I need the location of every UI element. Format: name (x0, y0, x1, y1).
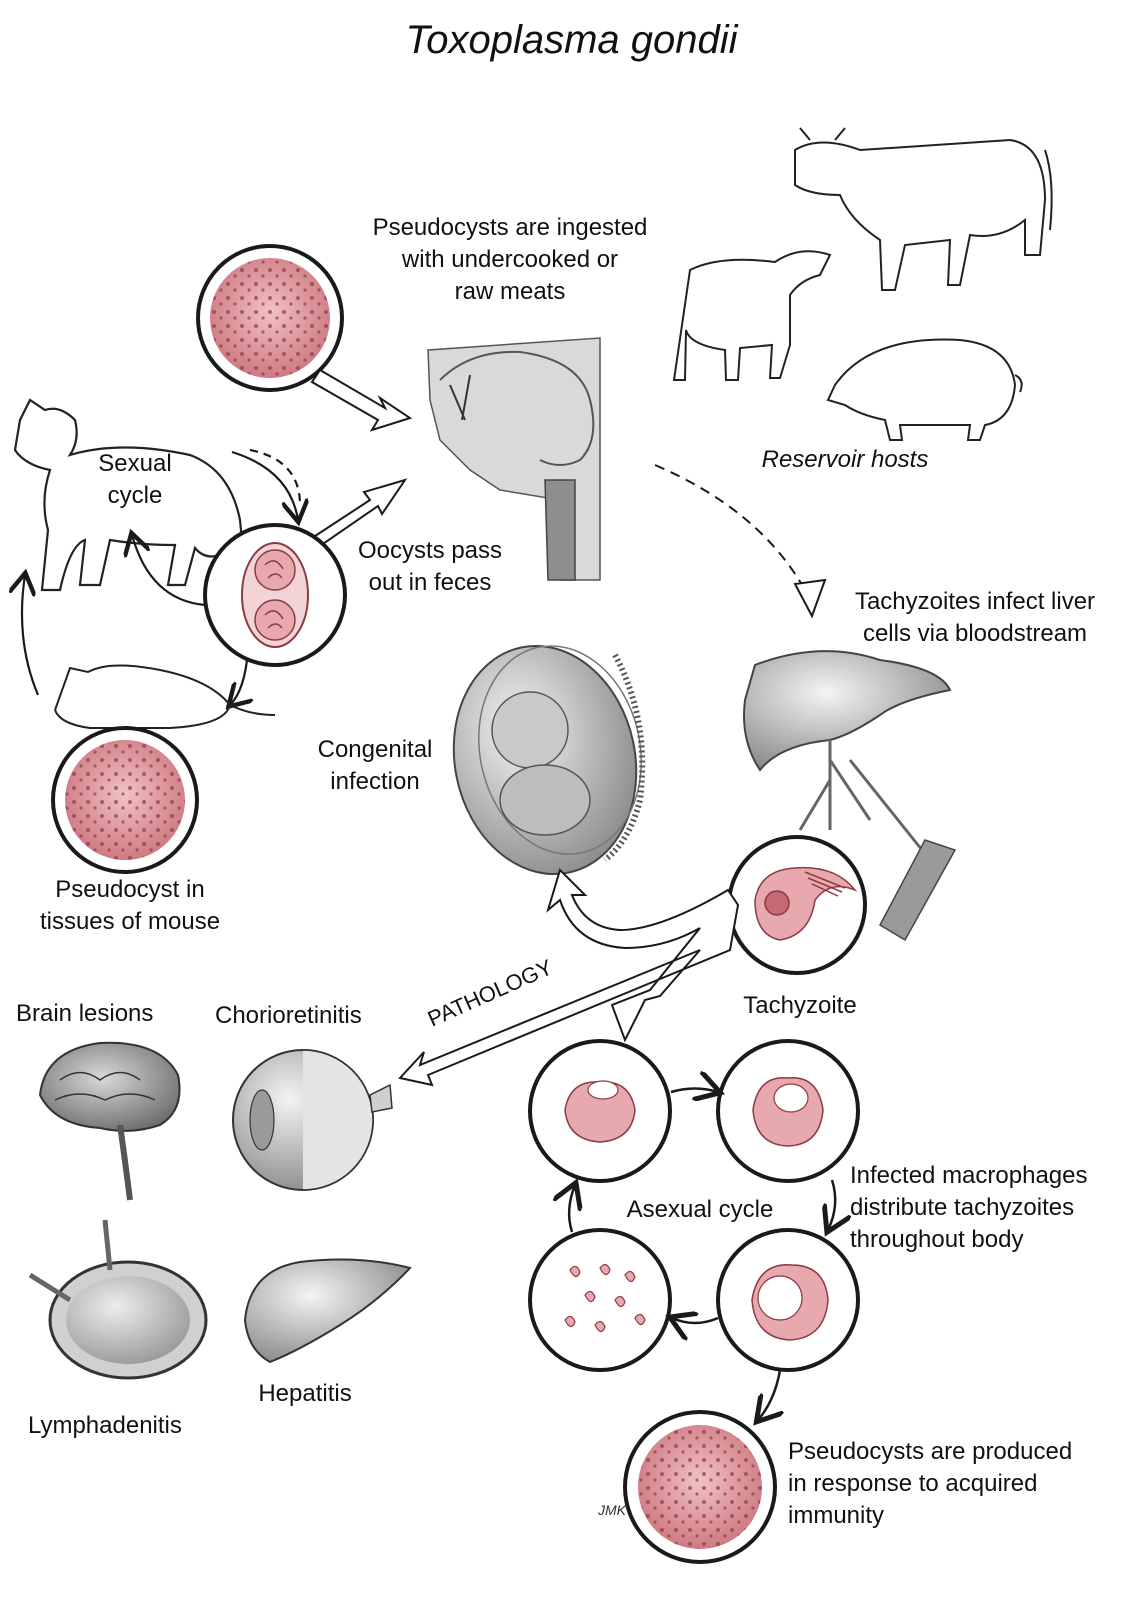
arrow-meat-to-mouth (310, 368, 413, 432)
pseudocyst-mouse-circle (51, 726, 199, 874)
liver-illustration (743, 650, 957, 942)
brain-illustration (38, 1041, 181, 1201)
pseudocyst-meat-circle (196, 244, 344, 392)
label-reservoir-hosts: Reservoir hosts (761, 446, 929, 473)
label-sexual-cycle: Sexual cycle (98, 450, 172, 509)
page-title: Toxoplasma gondii (405, 18, 738, 62)
cow-illustration (794, 127, 1053, 291)
label-pseudocyst-mouse: Pseudocyst in tissues of mouse (39, 876, 221, 935)
label-asexual-cycle: Asexual cycle (626, 1196, 774, 1223)
arrow-oocyst-to-mouth (310, 478, 408, 548)
label-lymphadenitis: Lymphadenitis (28, 1412, 182, 1439)
oral-cavity-illustration (427, 337, 601, 581)
label-chorioretinitis: Chorioretinitis (215, 1002, 362, 1029)
oocyst-circle (203, 523, 347, 667)
asexual-circle-bottom-right (716, 1228, 860, 1372)
pig-illustration (826, 338, 1023, 441)
lymph-node-illustration (28, 1219, 208, 1380)
asexual-circle-top-right (716, 1039, 860, 1183)
pathology-arrow (398, 868, 740, 1087)
label-hepatitis: Hepatitis (258, 1380, 352, 1407)
eye-illustration (232, 1049, 393, 1191)
label-oocysts: Oocysts pass out in feces (357, 537, 503, 596)
arrow-mouth-to-liver (654, 464, 827, 619)
label-tachyzoites-infect: Tachyzoites infect liver cells via blood… (854, 588, 1096, 647)
artist-signature: JMK (598, 1502, 626, 1518)
asexual-circle-top-left (528, 1039, 672, 1183)
label-congenital-infection: Congenital infection (317, 736, 433, 795)
pseudocyst-immunity-circle (623, 1410, 777, 1564)
sexual-cycle-arrows (22, 448, 300, 705)
mouse-illustration (54, 664, 276, 729)
asexual-cycle-arrows (569, 1089, 835, 1421)
fetus-illustration (452, 644, 646, 876)
lamb-illustration (672, 250, 832, 381)
asexual-circle-bottom-left (528, 1228, 672, 1372)
label-pseudocysts-ingested: Pseudocysts are ingested with undercooke… (372, 214, 648, 305)
label-brain-lesions: Brain lesions (16, 1000, 154, 1027)
label-infected-macrophages: Infected macrophages distribute tachyzoi… (850, 1162, 1088, 1253)
label-pseudocysts-produced: Pseudocysts are produced in response to … (788, 1438, 1073, 1529)
tachyzoite-circle (727, 835, 867, 975)
label-tachyzoite: Tachyzoite (743, 992, 857, 1019)
liver-hepatitis-illustration (243, 1258, 412, 1364)
